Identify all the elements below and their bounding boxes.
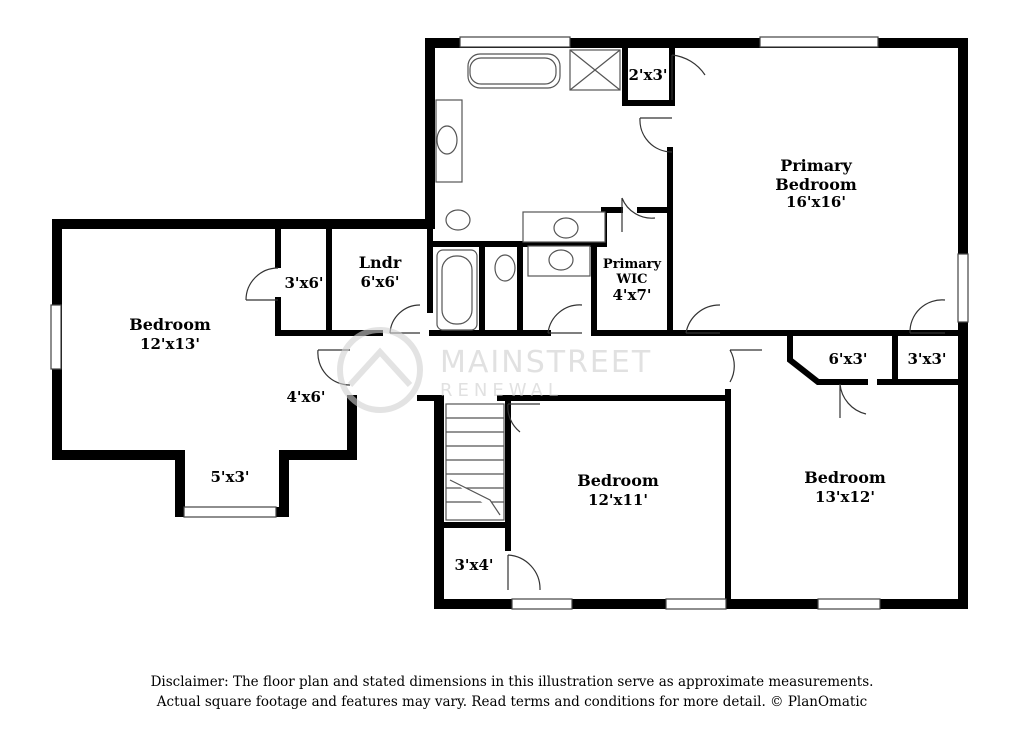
staircase bbox=[445, 403, 505, 521]
bay-5x3-dims: 5'x3' bbox=[210, 468, 249, 486]
closet-6x3-dims: 6'x3' bbox=[828, 350, 867, 368]
watermark-line2: RENEWAL bbox=[440, 380, 563, 401]
closet-3x3-dims: 3'x3' bbox=[907, 350, 946, 368]
doors bbox=[245, 54, 946, 591]
bedroom-right-dims: 13'x12' bbox=[815, 488, 875, 506]
closet-3x4-dims: 3'x4' bbox=[454, 556, 493, 574]
hall-4x6-dims: 4'x6' bbox=[286, 388, 325, 406]
laundry-name: Lndr bbox=[359, 253, 402, 272]
primary-wic-dims: 4'x7' bbox=[612, 286, 651, 304]
closet-2x3-dims: 2'x3' bbox=[628, 66, 667, 84]
primary-bedroom-dims: 16'x16' bbox=[786, 193, 846, 211]
disclaimer: Disclaimer: The floor plan and stated di… bbox=[0, 672, 1024, 712]
watermark: MAINSTREET RENEWAL bbox=[337, 327, 652, 413]
bath-fixtures bbox=[435, 49, 621, 331]
disclaimer-line2: Actual square footage and features may v… bbox=[156, 694, 868, 710]
laundry-dims: 6'x6' bbox=[360, 273, 399, 291]
interior-walls bbox=[275, 43, 963, 603]
bedroom-center-dims: 12'x11' bbox=[588, 491, 648, 509]
bedroom-center-name: Bedroom bbox=[577, 471, 659, 490]
bedroom-right-name: Bedroom bbox=[804, 468, 886, 487]
watermark-line1: MAINSTREET bbox=[440, 345, 652, 380]
bedroom-left-dims: 12'x13' bbox=[140, 335, 200, 353]
disclaimer-line1: Disclaimer: The floor plan and stated di… bbox=[150, 674, 874, 690]
bedroom-left-name: Bedroom bbox=[129, 315, 211, 334]
closet-3x6-dims: 3'x6' bbox=[284, 274, 323, 292]
windows bbox=[50, 36, 969, 610]
